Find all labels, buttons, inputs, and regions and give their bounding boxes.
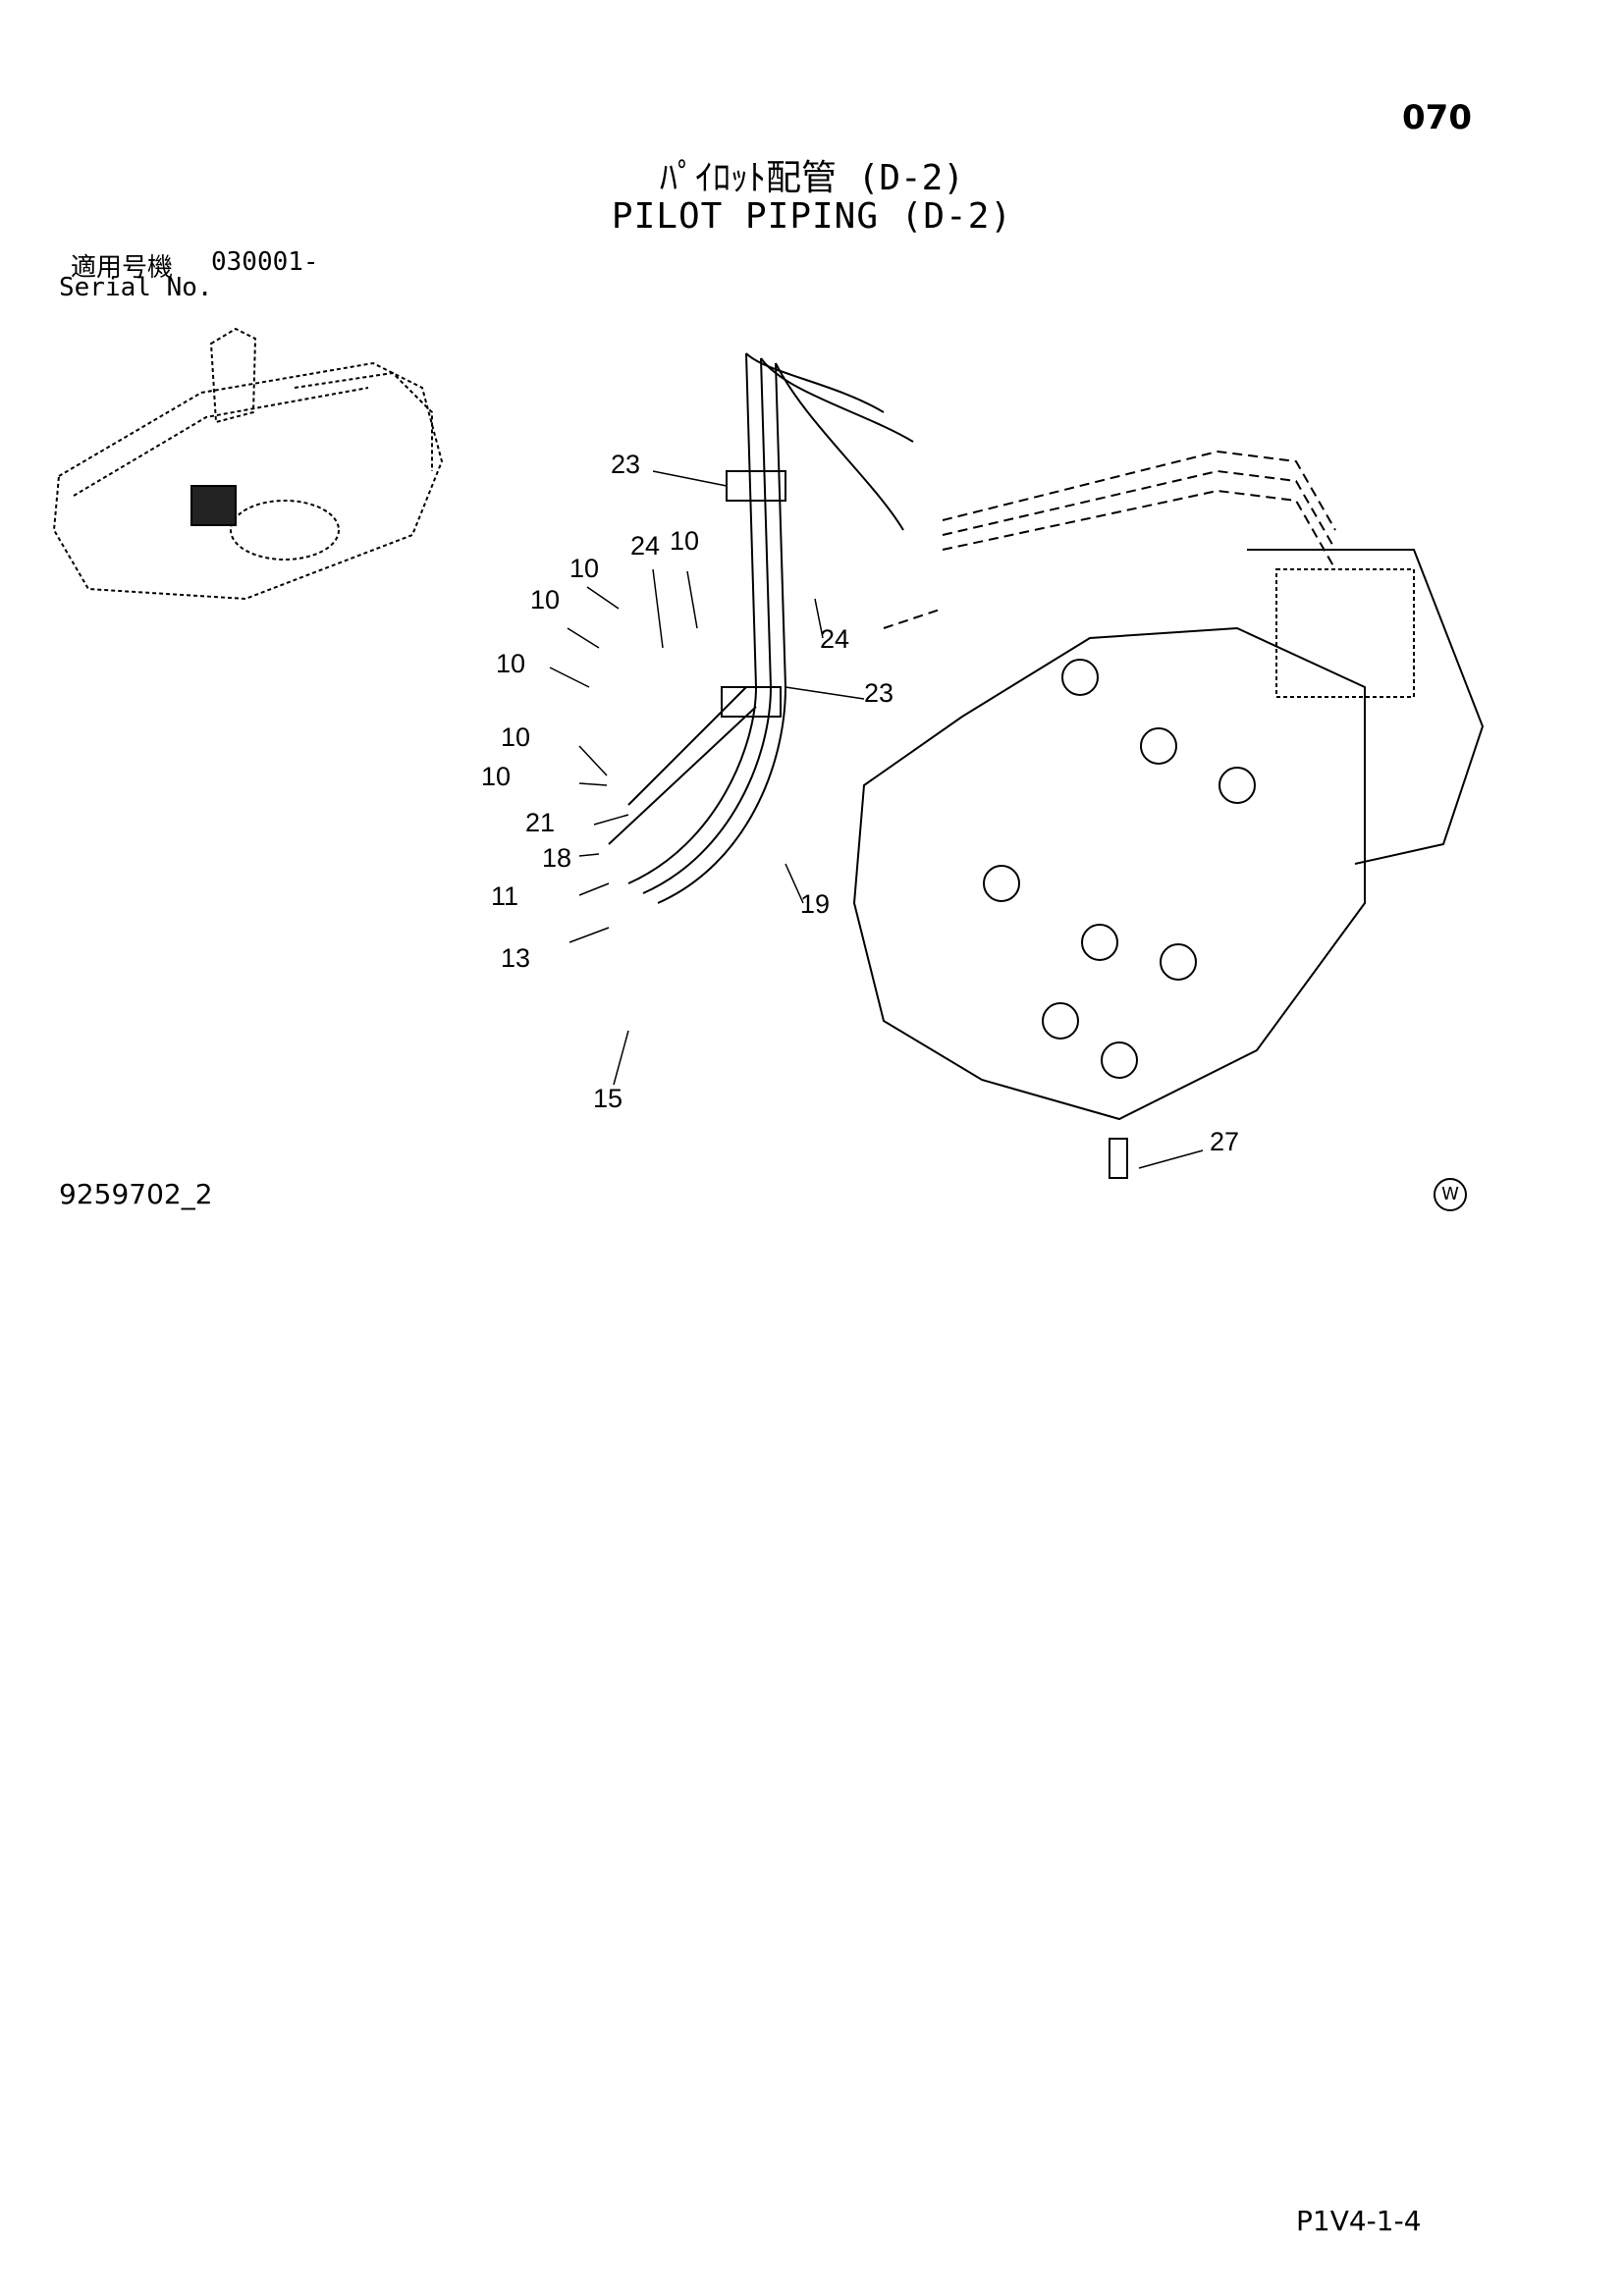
callout-10: 10 — [496, 649, 525, 678]
control-valve-drawing — [852, 549, 1485, 1179]
parts-diagram: 23 24 10 10 10 10 10 10 24 23 21 18 11 1… — [52, 327, 1485, 1179]
drawing-number: 9259702_2 — [59, 1178, 213, 1210]
machine-overview-drawing — [52, 327, 444, 601]
circled-w-mark: W — [1434, 1178, 1467, 1211]
callout-23: 23 — [864, 678, 893, 708]
callout-10: 10 — [670, 526, 699, 556]
callout-27: 27 — [1210, 1127, 1239, 1156]
pilot-hose-bundle — [608, 352, 914, 904]
page-title-en: PILOT PIPING (D-2) — [611, 196, 1013, 237]
callout-10: 10 — [481, 762, 511, 791]
part-callouts: 23 24 10 10 10 10 10 10 24 23 21 18 11 1… — [481, 450, 1239, 1156]
callout-24: 24 — [630, 531, 660, 561]
callout-15: 15 — [593, 1084, 623, 1113]
serial-label-jp: 適用号機 — [71, 253, 174, 283]
serial-label-en: Serial No. — [59, 273, 213, 302]
pilot-line-routes — [883, 450, 1336, 629]
callout-10: 10 — [501, 722, 530, 752]
callout-10: 10 — [530, 585, 560, 614]
callout-24: 24 — [820, 624, 849, 654]
callout-10: 10 — [569, 554, 599, 583]
callout-19: 19 — [800, 889, 830, 919]
page-number: 070 — [1402, 98, 1472, 137]
callout-11: 11 — [491, 881, 518, 911]
callout-21: 21 — [525, 808, 555, 837]
page-reference: P1V4-1-4 — [1296, 2205, 1422, 2237]
callout-13: 13 — [501, 943, 530, 973]
page-title-jp: ﾊﾟｲﾛｯﾄ配管 (D-2) — [659, 158, 965, 198]
serial-range: 030001- — [211, 247, 319, 277]
leader-lines — [549, 470, 1204, 1169]
callout-23: 23 — [611, 450, 640, 479]
callout-18: 18 — [542, 843, 571, 873]
